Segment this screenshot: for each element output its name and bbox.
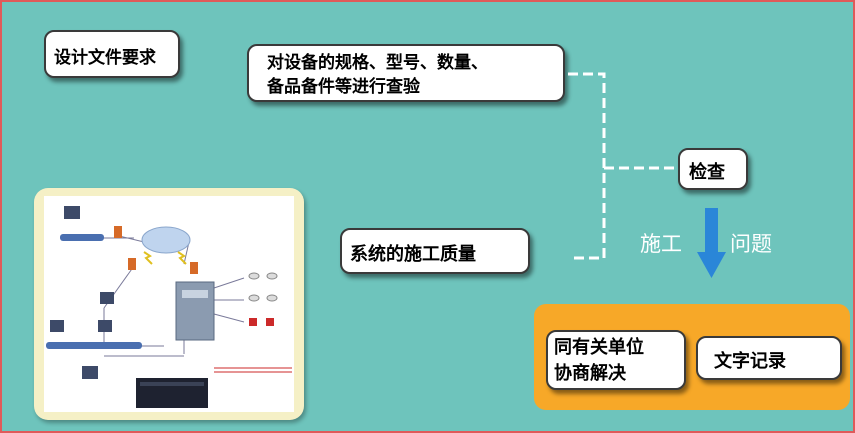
check-box: 检查 (678, 148, 748, 190)
firewall-right (190, 262, 198, 274)
arrow-head (697, 252, 726, 278)
smoke-detector-2 (266, 272, 278, 280)
heat-detector-2 (266, 294, 278, 302)
manual-alarm-1 (249, 318, 257, 326)
monitor-top (64, 206, 80, 219)
heat-detector-1 (248, 294, 260, 302)
install-quality-label: 系统的施工质量 (350, 244, 476, 265)
install-quality-box: 系统的施工质量 (340, 228, 530, 274)
design-docs-box: 设计文件要求 (44, 30, 180, 78)
firewall-mid (128, 258, 136, 270)
internet-cloud (141, 226, 191, 254)
cabinet-panel (182, 290, 208, 298)
inspect-specs-line2: 备品备件等进行查验 (267, 77, 420, 97)
system-diagram-image (44, 196, 294, 412)
link-bolt-1 (143, 251, 153, 265)
smoke-detector-1 (248, 272, 260, 280)
bracket-line (568, 72, 606, 260)
record-box: 文字记录 (696, 336, 842, 380)
bar-bottom (46, 342, 142, 349)
coordinate-line2: 协商解决 (554, 363, 626, 384)
workstation-2 (98, 320, 112, 332)
manual-alarm-2 (266, 318, 274, 326)
coordinate-box: 同有关单位 协商解决 (546, 330, 686, 390)
inspect-specs-line1: 对设备的规格、型号、数量、 (267, 53, 488, 73)
down-arrow (697, 208, 726, 278)
firewall-left (114, 226, 122, 238)
workstation-1 (50, 320, 64, 332)
check-label: 检查 (689, 162, 725, 183)
record-label: 文字记录 (714, 351, 786, 372)
bar-top (60, 234, 104, 241)
design-docs-label: 设计文件要求 (54, 48, 156, 68)
system-diagram-illustration (46, 206, 292, 408)
coordinate-line1: 同有关单位 (554, 337, 644, 358)
construction-label: 施工 (640, 232, 682, 256)
inspect-specs-box: 对设备的规格、型号、数量、 备品备件等进行查验 (247, 44, 565, 102)
router-monitor (100, 292, 114, 304)
network-lines (54, 235, 245, 357)
server-front (140, 382, 204, 386)
arrow-shaft (705, 208, 718, 256)
crt-monitor (82, 366, 98, 379)
link-bolt-2 (177, 251, 187, 265)
bracket-connector (568, 72, 676, 260)
problem-label: 问题 (730, 232, 772, 256)
